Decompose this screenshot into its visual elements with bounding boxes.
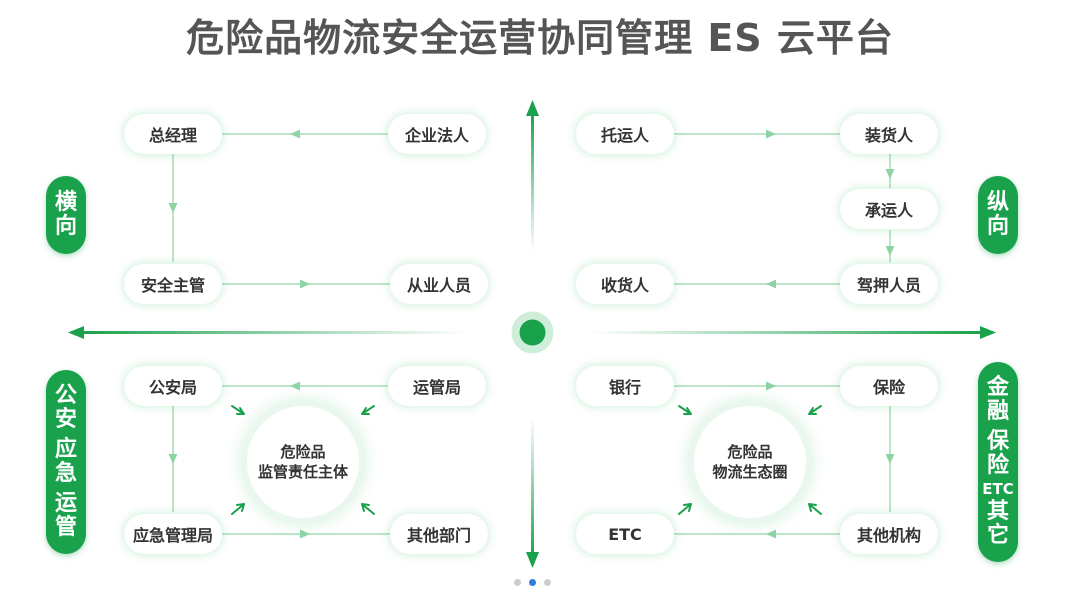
chevron-right-icon [300,529,310,539]
category-char: 纵 [986,190,1009,215]
node-consignee: 收货人 [576,264,674,304]
category-char: 应 [54,437,77,462]
category-public-emergency: 公 安 应 急 运 管 [46,370,86,554]
node-loader: 装货人 [840,114,938,154]
page-title: 危险品物流安全运营协同管理 ES 云平台 [186,16,894,60]
chevron-left-icon [290,129,300,139]
arrow-inward-icon [808,405,822,415]
center-line: 危险品 [727,443,773,461]
category-char: 保 [986,429,1009,454]
arrow-inward-icon [231,405,245,415]
category-char: 向 [986,214,1009,239]
node-practitioners: 从业人员 [390,264,488,304]
node-other-departments: 其他部门 [390,514,488,554]
pager-dot-active[interactable] [529,579,536,586]
center-regulatory-subject: 危险品 监管责任主体 [247,406,359,518]
chevron-right-icon [766,129,776,139]
category-char: 其 [986,499,1009,524]
axis-up [526,100,539,252]
node-driver-escort: 驾押人员 [840,264,938,304]
node-carrier: 承运人 [840,189,938,229]
origin-dot [511,311,554,354]
center-line: 物流生态圈 [712,463,788,481]
category-char: 管 [54,515,77,540]
category-horizontal: 横 向 [46,176,86,254]
category-char: 金 [986,375,1009,400]
category-char: ETC [982,480,1014,498]
category-char: 横 [54,190,77,215]
category-vertical: 纵 向 [978,176,1018,254]
category-char: 运 [54,491,77,516]
center-logistics-ecosystem: 危险品 物流生态圈 [694,406,806,518]
arrow-inward-icon [231,503,245,515]
node-legal-person: 企业法人 [388,114,486,154]
node-insurance: 保险 [840,366,938,406]
node-other-institutions: 其他机构 [840,514,938,554]
node-emergency-bureau: 应急管理局 [124,514,222,554]
category-char: 急 [54,461,77,486]
axis-down [526,418,539,568]
node-safety-manager: 安全主管 [124,264,222,304]
arrow-inward-icon [361,503,375,515]
node-consignor: 托运人 [576,114,674,154]
pager-dot[interactable] [544,579,551,586]
chevron-down-icon [885,246,895,256]
category-char: 融 [986,399,1009,424]
node-etc: ETC [576,514,674,554]
arrow-inward-icon [678,503,692,515]
arrow-inward-icon [361,405,375,415]
chevron-down-icon [168,454,178,464]
node-general-manager: 总经理 [124,114,222,154]
chevron-left-icon [766,279,776,289]
axis-right [590,326,996,339]
chevron-right-icon [766,381,776,391]
center-line: 监管责任主体 [257,463,348,481]
chevron-down-icon [885,454,895,464]
category-char: 安 [54,407,77,432]
category-char: 向 [54,214,77,239]
chevron-down-icon [168,203,178,213]
chevron-down-icon [885,169,895,179]
category-char: 公 [54,383,77,408]
category-finance: 金 融 保 险 ETC 其 它 [978,362,1018,562]
axis-left [68,326,468,339]
category-char: 险 [986,453,1009,478]
node-bank: 银行 [576,366,674,406]
category-char: 它 [986,523,1009,548]
chevron-left-icon [290,381,300,391]
chevron-right-icon [300,279,310,289]
arrow-inward-icon [678,405,692,415]
chevron-left-icon [766,529,776,539]
node-police: 公安局 [124,366,222,406]
arrow-inward-icon [808,503,822,515]
center-line: 危险品 [280,443,326,461]
node-transport-bureau: 运管局 [388,366,486,406]
pager-dot[interactable] [514,579,521,586]
